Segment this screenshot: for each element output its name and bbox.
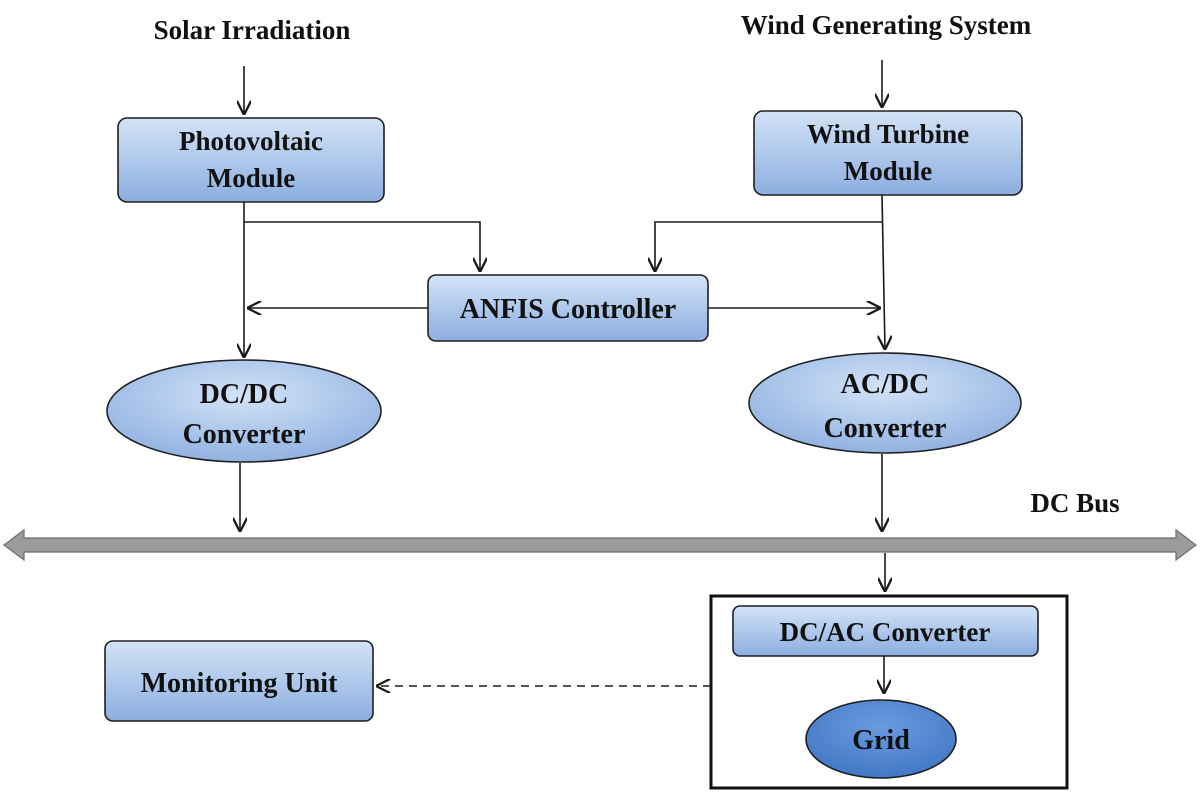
grid-side-enclosure bbox=[709, 594, 1069, 790]
wind-generating-system-label: Wind Generating System bbox=[741, 10, 1032, 40]
acdc-converter-block: AC/DC Converter bbox=[748, 352, 1022, 454]
wind-to-acdc-arrow bbox=[882, 194, 885, 350]
anfis-controller-block: ANFIS Controller bbox=[427, 274, 709, 342]
photovoltaic-module-line2: Module bbox=[207, 163, 296, 193]
wind-turbine-module-line1: Wind Turbine bbox=[807, 119, 969, 149]
dcdc-converter-line1: DC/DC bbox=[200, 379, 289, 410]
dc-bus-label: DC Bus bbox=[1030, 488, 1119, 518]
solar-irradiation-label: Solar Irradiation bbox=[154, 15, 351, 45]
monitoring-unit-label: Monitoring Unit bbox=[141, 668, 338, 699]
wind-turbine-module-block: Wind Turbine Module bbox=[753, 110, 1023, 196]
photovoltaic-module-block: Photovoltaic Module bbox=[117, 117, 385, 203]
dcac-converter-label: DC/AC Converter bbox=[780, 617, 991, 647]
acdc-converter-line1: AC/DC bbox=[841, 369, 930, 400]
dcdc-converter-block: DC/DC Converter bbox=[106, 359, 382, 463]
photovoltaic-module-line1: Photovoltaic bbox=[179, 126, 323, 156]
dcdc-converter-line2: Converter bbox=[183, 419, 306, 450]
grid-label: Grid bbox=[852, 725, 910, 756]
wind-turbine-module-line2: Module bbox=[844, 156, 933, 186]
anfis-controller-label: ANFIS Controller bbox=[460, 294, 676, 325]
pv-to-anfis-arrow bbox=[244, 221, 480, 272]
acdc-converter-line2: Converter bbox=[824, 413, 947, 444]
grid-block: Grid bbox=[805, 699, 957, 779]
wind-to-anfis-arrow bbox=[655, 221, 882, 272]
dc-bus bbox=[3, 528, 1197, 562]
dcac-converter-block: DC/AC Converter bbox=[732, 605, 1039, 657]
monitoring-unit-block: Monitoring Unit bbox=[104, 640, 374, 722]
